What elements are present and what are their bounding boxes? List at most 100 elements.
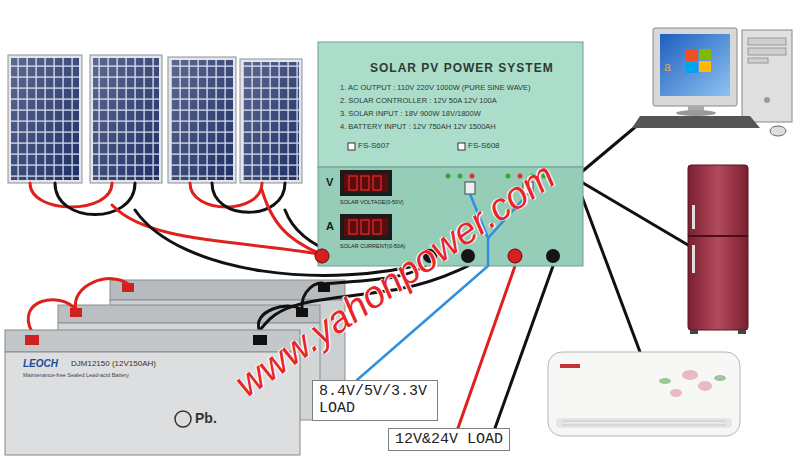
controller-box-shape-part xyxy=(508,249,522,263)
solar-panel-part xyxy=(11,58,79,180)
battery-cable-part xyxy=(75,279,128,310)
battery-shape-part xyxy=(25,335,39,345)
controller-box-shape-part xyxy=(318,42,583,167)
panel-text: LEOCH xyxy=(23,358,58,370)
computer-part xyxy=(653,28,737,106)
computer-part xyxy=(770,126,786,136)
panel-cable-part xyxy=(212,183,285,212)
solar-panel xyxy=(8,55,82,183)
computer-part xyxy=(676,110,716,116)
panel-text: DJM12150 (12V150AH) xyxy=(71,359,156,368)
appliance-cable xyxy=(578,123,688,352)
refrigerator-part xyxy=(688,165,748,330)
controller-box-shape-part xyxy=(470,174,475,179)
solar-panel-part xyxy=(171,60,233,180)
panel-text: 2. SOLAR CONTROLLER : 12V 50A 12V 100A xyxy=(340,97,497,106)
solar-panel-part xyxy=(90,55,162,183)
controller-box-shape-part xyxy=(373,176,381,190)
solar-panel-part xyxy=(168,57,236,183)
panel-text: SOLAR CURRENT(0-50A) xyxy=(340,243,405,249)
air-conditioner-part xyxy=(698,381,712,391)
refrigerator-part xyxy=(690,330,698,334)
battery-cable-part xyxy=(28,300,76,332)
controller-box-shape-part xyxy=(340,170,392,196)
controller-box-shape-part xyxy=(344,218,388,236)
controller-box-shape-part xyxy=(361,220,369,234)
solar-panel-part xyxy=(8,55,82,183)
air-conditioner-part xyxy=(562,425,726,426)
panel-text: A xyxy=(326,220,334,233)
solar-panel-part xyxy=(93,58,159,180)
computer-part xyxy=(686,62,698,73)
controller-box-shape-part xyxy=(458,143,465,150)
refrigerator-part xyxy=(738,330,746,334)
air-conditioner-part xyxy=(682,370,698,380)
load-label: 8.4V/5V/3.3V LOAD xyxy=(319,383,431,418)
computer-part xyxy=(748,48,786,55)
panel-text: FS-S608 xyxy=(468,141,500,150)
computer-part xyxy=(686,50,698,61)
cable-connector xyxy=(495,266,553,428)
appliance-cable-part xyxy=(578,123,640,175)
controller-box-shape-part xyxy=(465,182,475,194)
panel-text: Maintenance-free Sealed Lead-acid Batter… xyxy=(23,372,129,378)
battery-shape-part xyxy=(5,330,300,352)
load-label-box: 8.4V/5V/3.3V LOAD xyxy=(312,380,438,421)
panel-text: SOLAR VOLTAGE(0-50V) xyxy=(340,199,404,205)
controller-box-shape-part xyxy=(349,220,357,234)
computer-part xyxy=(748,38,786,45)
panel-text: FS-S607 xyxy=(358,141,390,150)
panel-cable-part xyxy=(30,183,112,207)
controller-box-shape-part xyxy=(361,176,369,190)
computer-part xyxy=(742,30,792,122)
computer xyxy=(632,28,792,136)
computer-part xyxy=(764,97,770,103)
solar-panel-part xyxy=(11,58,79,180)
air-conditioner-part xyxy=(714,375,726,381)
controller-box-shape-part xyxy=(344,174,388,192)
panel-cable-part xyxy=(190,183,262,207)
computer-part xyxy=(699,61,711,72)
cable-connector xyxy=(458,266,515,428)
load-label: 12V&24V LOAD xyxy=(395,431,503,448)
battery-shape-part xyxy=(175,411,191,427)
air-conditioner-part xyxy=(548,352,740,436)
panel-text: 1. AC OUTPUT : 110V 220V 1000W (PURE SIN… xyxy=(340,84,531,93)
solar-panel xyxy=(240,59,302,183)
solar-panel xyxy=(90,55,162,183)
appliance-cable-part xyxy=(578,180,688,245)
solar-panel-part xyxy=(243,62,299,180)
refrigerator-part xyxy=(692,245,695,273)
controller-box-shape-part xyxy=(458,174,463,179)
controller-box-shape-part xyxy=(446,174,451,179)
panel-text: 3. SOLAR INPUT : 18V 900W 18V/1800W xyxy=(340,110,481,119)
air-conditioner-part xyxy=(562,421,726,422)
solar-panel-part xyxy=(240,59,302,183)
controller-box-shape-part xyxy=(373,220,381,234)
controller-box-shape-part xyxy=(348,143,355,150)
solar-panel xyxy=(168,57,236,183)
computer-part xyxy=(748,58,768,63)
solar-panel-part xyxy=(243,62,299,180)
computer-part xyxy=(699,49,711,60)
controller-box-shape-part xyxy=(340,214,392,240)
load-label-box: 12V&24V LOAD xyxy=(388,428,510,451)
air-conditioner-part xyxy=(670,389,682,397)
panel-text: 4. BATTERY INPUT : 12V 750AH 12V 1500AH xyxy=(340,123,496,132)
panel-text: Pb. xyxy=(195,410,217,426)
controller-box-shape-part xyxy=(315,249,329,263)
controller-box-shape-part xyxy=(349,176,357,190)
controller-box-shape-part xyxy=(546,249,560,263)
air-conditioner-part xyxy=(560,364,580,368)
panel-text: SOLAR PV POWER SYSTEM xyxy=(370,62,554,76)
screen-letter: a xyxy=(664,60,671,74)
panel-text: V xyxy=(326,176,333,189)
computer-part xyxy=(632,116,760,128)
refrigerator xyxy=(688,165,748,334)
appliance-cable-part xyxy=(578,186,640,352)
air-conditioner-part xyxy=(556,418,732,428)
solar-panel-part xyxy=(171,60,233,180)
refrigerator-part xyxy=(688,235,748,237)
computer-part xyxy=(660,34,730,96)
